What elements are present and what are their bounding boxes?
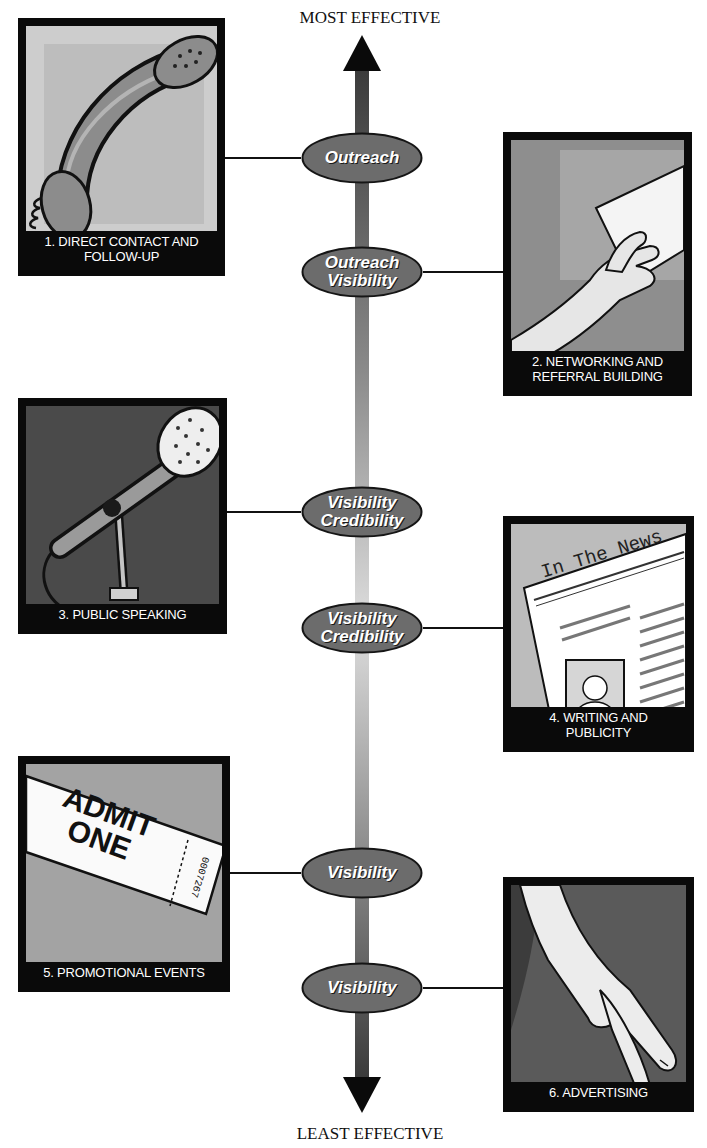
- phone-earpiece: [146, 26, 227, 98]
- panel-background: [511, 140, 684, 388]
- mic-hole: [176, 426, 180, 430]
- text-line: [640, 660, 684, 674]
- thumb: [606, 232, 646, 272]
- axis-shaft: [355, 66, 369, 1080]
- ellipse-outline: [303, 604, 422, 653]
- portrait-face: [583, 676, 607, 700]
- text-line: [640, 646, 684, 660]
- ellipse-text-area: Visibility Credibility: [301, 602, 423, 654]
- method-panel: 1. DIRECT CONTACT AND FOLLOW-UP: [18, 18, 225, 276]
- ellipse-outline: [303, 488, 422, 537]
- mic-hole: [184, 434, 188, 438]
- text-line: [640, 604, 684, 618]
- connector-line: [423, 271, 503, 273]
- rating-ellipse: Outreach Visibility: [301, 246, 423, 298]
- caption-band: 4. WRITING AND PUBLICITY: [510, 707, 687, 745]
- phone-hole: [198, 51, 202, 55]
- text-line: [640, 674, 684, 688]
- ticket: [26, 776, 226, 914]
- method-panel: 2. NETWORKING AND REFERRAL BUILDING: [503, 132, 692, 396]
- method-caption: 1. DIRECT CONTACT AND FOLLOW-UP: [33, 235, 210, 265]
- rating-text: Visibility: [327, 979, 396, 997]
- mic-hole: [188, 418, 192, 422]
- hand: [520, 885, 676, 1071]
- mic-clip: [103, 499, 121, 517]
- mic-hole: [186, 452, 190, 456]
- panel-background: [511, 885, 686, 1104]
- ellipse-text-area: Visibility Credibility: [301, 486, 423, 538]
- phone-hole: [173, 64, 177, 68]
- fingernail: [660, 1060, 668, 1066]
- connector-line: [423, 627, 503, 629]
- method-caption: 5. PROMOTIONAL EVENTS: [33, 966, 215, 981]
- rating-text: Outreach Visibility: [309, 254, 415, 290]
- mic-hole: [206, 448, 210, 452]
- phone-hole: [184, 64, 188, 68]
- phone-hole: [178, 54, 182, 58]
- ellipse-text-area: Visibility: [301, 962, 423, 1014]
- axis-label: LEAST EFFECTIVE: [297, 1125, 444, 1144]
- connector-line: [227, 511, 301, 513]
- mic-hole: [196, 460, 200, 464]
- rating-ellipse: Outreach: [301, 132, 423, 184]
- rating-ellipse: Visibility: [301, 962, 423, 1014]
- ellipse-outline: [303, 248, 422, 297]
- rating-ellipse: Visibility: [301, 847, 423, 899]
- method-panel: 6. ADVERTISING: [503, 877, 694, 1112]
- caption-band: 5. PROMOTIONAL EVENTS: [25, 962, 223, 985]
- ellipse-text-area: Visibility: [301, 847, 423, 899]
- rating-text: Outreach: [325, 149, 400, 167]
- caption-band: 2. NETWORKING AND REFERRAL BUILDING: [510, 351, 685, 389]
- method-caption: 4. WRITING AND PUBLICITY: [518, 711, 679, 741]
- ellipse-outline: [303, 849, 422, 898]
- method-caption: 2. NETWORKING AND REFERRAL BUILDING: [518, 355, 677, 385]
- rating-text: Visibility Credibility: [309, 494, 415, 530]
- panel-background: [511, 524, 686, 744]
- finger: [600, 990, 650, 1094]
- text-line: [560, 606, 630, 628]
- text-line: [640, 632, 684, 646]
- text-line: [640, 618, 684, 632]
- ellipse-text-area: Outreach Visibility: [301, 246, 423, 298]
- mic-cable: [44, 552, 72, 612]
- text-line: [562, 618, 630, 640]
- ellipse-text-area: Outreach: [301, 132, 423, 184]
- rating-ellipse: Visibility Credibility: [301, 486, 423, 538]
- mic-hole: [174, 444, 178, 448]
- connector-line: [423, 987, 503, 989]
- caption-band: 6. ADVERTISING: [510, 1082, 687, 1105]
- connector-line: [230, 872, 301, 874]
- method-caption: 3. PUBLIC SPEAKING: [33, 608, 212, 623]
- ellipse-outline: [303, 134, 422, 183]
- rating-text: Visibility Credibility: [309, 610, 415, 646]
- axis-arrowhead: [343, 1077, 381, 1113]
- method-caption: 6. ADVERTISING: [518, 1086, 679, 1101]
- mic-hole: [178, 460, 182, 464]
- phone-hole: [188, 49, 192, 53]
- axis-label: MOST EFFECTIVE: [300, 9, 441, 28]
- mic-body: [60, 468, 172, 548]
- ellipse-outline: [303, 964, 422, 1013]
- perforation: [170, 840, 188, 906]
- caption-band: 1. DIRECT CONTACT AND FOLLOW-UP: [25, 231, 218, 269]
- mic-base: [110, 588, 138, 600]
- caption-band: 3. PUBLIC SPEAKING: [25, 604, 220, 627]
- phone-hole: [194, 60, 198, 64]
- rating-ellipse: Visibility Credibility: [301, 602, 423, 654]
- rating-text: Visibility: [327, 864, 396, 882]
- axis-arrowhead: [343, 35, 381, 71]
- mic-body: [60, 468, 172, 548]
- method-panel: 3. PUBLIC SPEAKING: [18, 398, 227, 634]
- mic-hole: [200, 428, 204, 432]
- mic-hole: [196, 442, 200, 446]
- phone-highlight: [66, 72, 170, 190]
- connector-line: [225, 157, 301, 159]
- text-line: [640, 688, 684, 702]
